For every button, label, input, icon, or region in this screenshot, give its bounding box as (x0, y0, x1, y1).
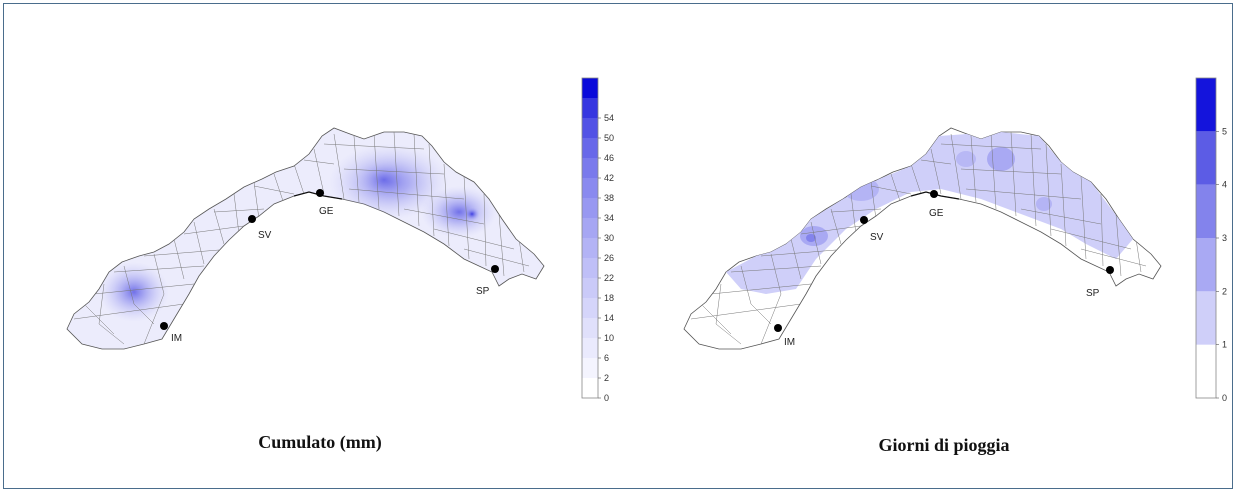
legend-tick-label: 4 (1222, 180, 1227, 190)
legend-tick-label: 2 (604, 373, 609, 383)
map-caption-giorni: Giorni di pioggia (878, 435, 1010, 455)
legend-swatch (582, 278, 598, 298)
map-panel-giorni: GE SV IM SP 0 1 2 3 4 5 Giorni di pioggia (616, 4, 1234, 490)
legend-swatch (582, 258, 598, 278)
legend-swatch (1196, 344, 1216, 398)
city-marker-sv (860, 216, 868, 224)
legend-tick-label: 38 (604, 193, 614, 203)
legend-tick-label: 0 (1222, 393, 1227, 403)
legend-tick-label: 46 (604, 153, 614, 163)
legend-tick-label: 14 (604, 313, 614, 323)
legend-tick-label: 2 (1222, 286, 1227, 296)
legend-swatch (582, 138, 598, 158)
legend-tick-label: 42 (604, 173, 614, 183)
city-label-sp: SP (476, 286, 490, 297)
legend-swatch (582, 218, 598, 238)
legend-swatch (582, 298, 598, 318)
city-markers-cumulato: GE SV IM SP (160, 189, 499, 344)
city-marker-im (160, 322, 168, 330)
legend-swatch (582, 338, 598, 358)
legend-swatch (582, 238, 598, 258)
legend-tick-label: 54 (604, 113, 614, 123)
legend-tick-label: 18 (604, 293, 614, 303)
legend-tick-label: 1 (1222, 340, 1227, 350)
city-markers-giorni: GE SV IM SP (774, 190, 1114, 348)
city-marker-ge (316, 189, 324, 197)
city-label-ge: GE (319, 206, 334, 217)
legend-swatch (1196, 238, 1216, 292)
legend-tick-label: 50 (604, 133, 614, 143)
city-label-im: IM (784, 337, 795, 348)
legend-swatch (582, 78, 598, 98)
map-giorni: GE SV IM SP 0 1 2 3 4 5 (683, 77, 1227, 403)
legend-tick-label: 30 (604, 233, 614, 243)
legend-tick-label: 6 (604, 353, 609, 363)
legend-swatch (1196, 291, 1216, 345)
city-marker-sv (248, 215, 256, 223)
legend-tick-label: 26 (604, 253, 614, 263)
legend-swatch (1196, 184, 1216, 238)
legend-swatch (582, 178, 598, 198)
legend-swatch (582, 98, 598, 118)
legend-swatch (582, 378, 598, 398)
legend-tick-label: 22 (604, 273, 614, 283)
liguria-region-giorni (683, 127, 1162, 350)
legend-swatch (582, 158, 598, 178)
legend-swatch (1196, 78, 1216, 132)
map-caption-cumulato: Cumulato (mm) (258, 432, 382, 452)
legend-tick-label: 0 (604, 393, 609, 403)
legend-tick-label: 5 (1222, 126, 1227, 136)
legend-swatch (582, 318, 598, 338)
legend-tick-label: 3 (1222, 233, 1227, 243)
city-marker-sp (1106, 266, 1114, 274)
legend-swatch (582, 358, 598, 378)
city-marker-sp (491, 265, 499, 273)
legend-swatch (582, 198, 598, 218)
liguria-region-cumulato (66, 127, 545, 350)
city-label-im: IM (171, 333, 182, 344)
legend-swatch (582, 118, 598, 138)
city-label-sv: SV (258, 230, 272, 241)
legend-swatch (1196, 131, 1216, 185)
legend-tick-label: 34 (604, 213, 614, 223)
legend-tick-label: 10 (604, 333, 614, 343)
city-marker-im (774, 324, 782, 332)
city-label-sp: SP (1086, 288, 1100, 299)
color-legend-giorni: 0 1 2 3 4 5 (1195, 77, 1227, 403)
city-label-ge: GE (929, 208, 944, 219)
city-marker-ge (930, 190, 938, 198)
city-label-sv: SV (870, 232, 884, 243)
